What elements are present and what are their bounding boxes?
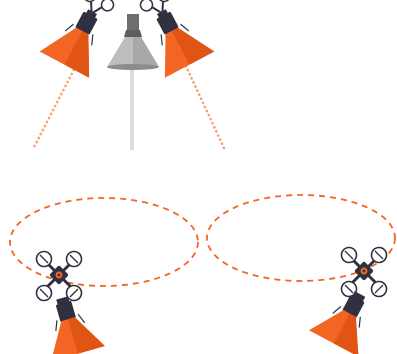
bottom-right-group (207, 195, 395, 354)
bottom-left-group (10, 198, 198, 354)
center-light-beam (130, 66, 134, 150)
top-light-group (34, 0, 224, 150)
spotlight-cone-icon (146, 16, 214, 78)
dotted-beam-right (184, 62, 224, 148)
spotlight-cone-icon (40, 16, 108, 78)
drone-icon (37, 252, 82, 301)
dotted-beam-left (34, 58, 80, 147)
center-lamp-icon (107, 14, 159, 70)
drone-icon (342, 248, 387, 297)
flight-path-loop-icon (10, 198, 198, 286)
